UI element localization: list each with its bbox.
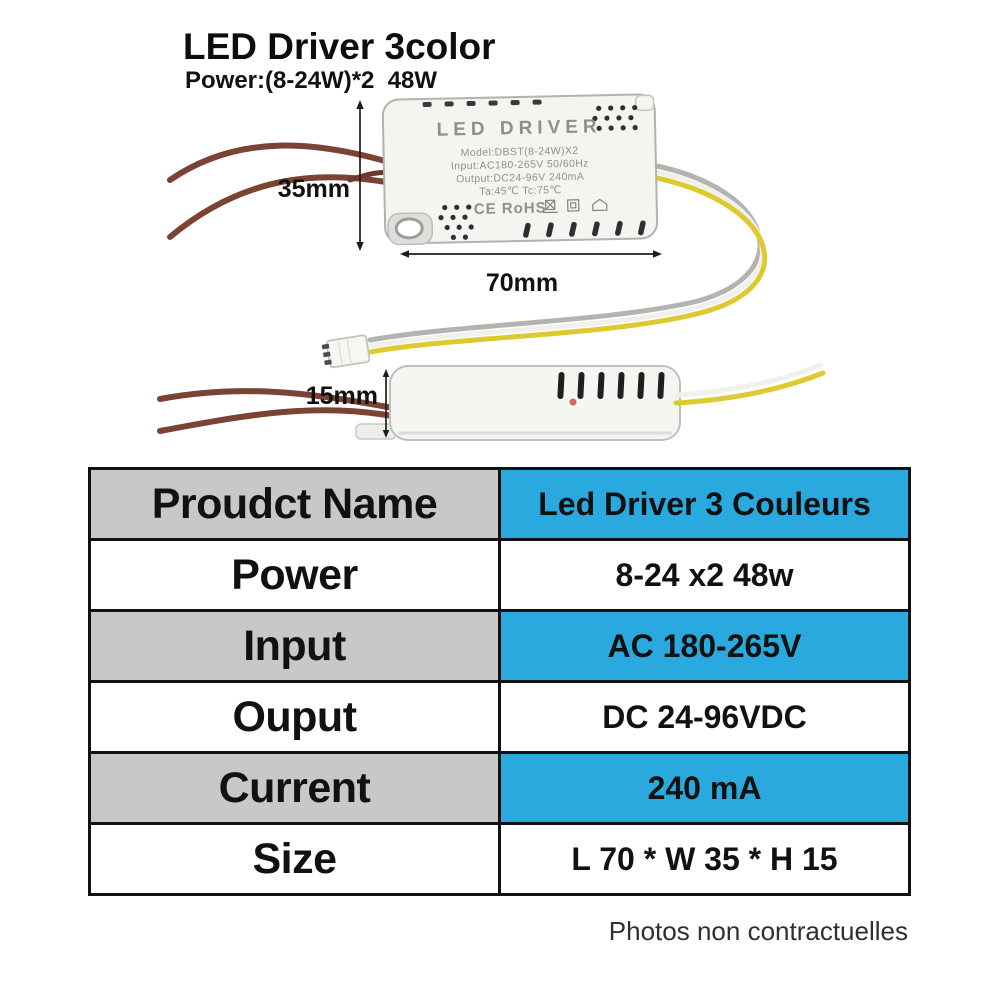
indicator-led [569, 398, 577, 406]
led-driver-top-view: LED DRIVER Model:DBST(8-24W)X2 Input:AC1… [381, 93, 659, 246]
spec-label-cell: Input [88, 609, 501, 683]
dim-70mm: 70mm [400, 250, 662, 297]
product-photo-illustration: LED DRIVER Model:DBST(8-24W)X2 Input:AC1… [157, 93, 826, 441]
vent-hole-cluster-bottom [438, 204, 474, 241]
spec-row-current: Current 240 mA [88, 751, 911, 825]
corner-tab [634, 94, 655, 112]
device-brand-text: LED DRIVER [436, 116, 601, 140]
side-vent-slots [557, 372, 665, 399]
spec-label-cell: Power [88, 538, 501, 612]
spec-row-output: Ouput DC 24-96VDC [88, 680, 911, 754]
device-label-block: Model:DBST(8-24W)X2 Input:AC180-265V 50/… [451, 145, 589, 198]
spec-row-input: Input AC 180-265V [88, 609, 911, 683]
output-wire-bundle [367, 162, 768, 355]
spec-value-cell: Led Driver 3 Couleurs [498, 467, 911, 541]
spec-label-cell: Size [88, 822, 501, 896]
bottom-vent-slots [523, 220, 646, 238]
output-wires-side [673, 362, 826, 406]
spec-table: Proudct Name Led Driver 3 Couleurs Power… [88, 467, 911, 896]
cert-text: CE RoHS [474, 199, 547, 218]
brown-input-wires-side [157, 388, 401, 434]
dim-35mm: 35mm [278, 100, 364, 251]
weee-bin-icon [542, 199, 558, 214]
dim-arrow-down-icon [382, 430, 390, 438]
spec-value-cell: L 70 * W 35 * H 15 [498, 822, 911, 896]
dim-arrow-up-icon [382, 369, 390, 377]
spec-row-product-name: Proudct Name Led Driver 3 Couleurs [88, 467, 911, 541]
spec-label-cell: Ouput [88, 680, 501, 754]
spec-row-power: Power 8-24 x2 48w [88, 538, 911, 612]
led-driver-side-view [355, 365, 681, 441]
svg-text:Model:DBST(8-24W)X2: Model:DBST(8-24W)X2 [461, 145, 579, 159]
mounting-hole [394, 217, 424, 240]
vent-hole-cluster-top-right [592, 104, 638, 131]
dim-15mm: 15mm [306, 369, 390, 438]
dim-35mm-label: 35mm [278, 175, 350, 203]
top-vent-slots [422, 99, 542, 107]
recycle-house-icon [592, 198, 608, 212]
spec-value-cell: 240 mA [498, 751, 911, 825]
dim-70mm-label: 70mm [486, 269, 558, 297]
dim-15mm-label: 15mm [306, 382, 378, 410]
disclaimer-note: Photos non contractuelles [608, 916, 908, 946]
connector-plug [321, 334, 371, 369]
packaging-icon [567, 199, 580, 212]
svg-text:Output:DC24-96V 240mA: Output:DC24-96V 240mA [456, 171, 584, 186]
svg-text:Input:AC180-265V 50/60Hz: Input:AC180-265V 50/60Hz [451, 158, 589, 173]
dim-arrow-right-icon [653, 250, 662, 258]
product-title: LED Driver 3color [183, 26, 496, 67]
spec-value-cell: 8-24 x2 48w [498, 538, 911, 612]
dim-arrow-left-icon [400, 250, 409, 258]
spec-label-cell: Current [88, 751, 501, 825]
spec-row-size: Size L 70 * W 35 * H 15 [88, 822, 911, 896]
dim-arrow-down-icon [356, 242, 364, 251]
spec-label-cell: Proudct Name [88, 467, 501, 541]
svg-text:Ta:45℃ Tc:75℃: Ta:45℃ Tc:75℃ [479, 184, 562, 198]
product-power-subtitle: Power:(8-24W)*2 48W [185, 67, 438, 94]
spec-value-cell: DC 24-96VDC [498, 680, 911, 754]
spec-value-cell: AC 180-265V [498, 609, 911, 683]
dim-arrow-up-icon [356, 100, 364, 109]
